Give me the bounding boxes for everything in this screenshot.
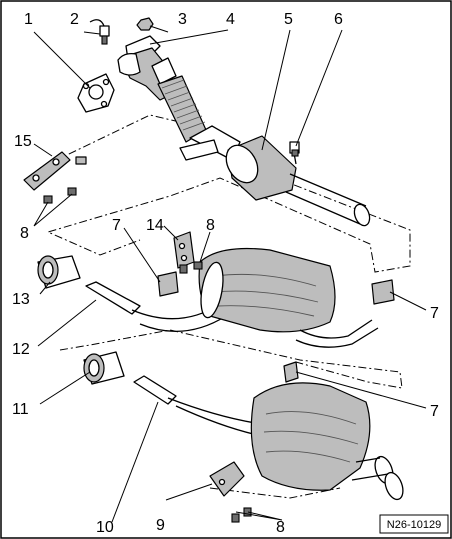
- rubber-mount-part-7-right: [371, 279, 395, 305]
- callout-7-lower: 7: [430, 403, 439, 420]
- middle-pipe-part-12: [85, 247, 379, 348]
- callout-2: 2: [70, 11, 79, 28]
- reference-code: N26-10129: [387, 519, 441, 531]
- oxygen-sensor-part-2: [89, 19, 110, 45]
- sensor-part-6: [289, 141, 300, 165]
- leader-lines: [33, 25, 427, 523]
- callout-3: 3: [178, 11, 187, 28]
- nut-part-3: [136, 17, 154, 31]
- clamp-part-11: [83, 351, 125, 385]
- callout-9: 9: [156, 517, 165, 534]
- gasket-part-1: [77, 73, 115, 113]
- callout-1: 1: [24, 11, 33, 28]
- callout-10: 10: [96, 519, 114, 536]
- middle-assembly-outline: [59, 329, 403, 389]
- callout-15: 15: [14, 133, 32, 150]
- callout-7-right: 7: [430, 305, 439, 322]
- callout-11: 11: [12, 401, 29, 418]
- callout-12: 12: [12, 341, 30, 358]
- catalytic-converter-part-5: [179, 125, 371, 227]
- bracket-part-14: [173, 231, 203, 274]
- callout-7-center: 7: [112, 217, 121, 234]
- callout-8-bracket: 8: [206, 217, 215, 234]
- reference-code-box: N26-10129: [379, 514, 449, 534]
- callout-6: 6: [334, 11, 343, 28]
- callouts: 1 2 3 4 5 6 15 8 7 14 8 13 7 12 11 7 10 …: [12, 11, 439, 536]
- callout-8-rear: 8: [276, 519, 285, 536]
- bracket-part-15: [23, 151, 87, 191]
- callout-8-front: 8: [20, 225, 29, 242]
- bolts-part-8-front: [43, 187, 77, 204]
- clamp-part-13: [37, 255, 81, 289]
- rubber-mount-part-7-lower: [283, 361, 299, 383]
- rubber-mount-part-7-center: [157, 271, 179, 297]
- callout-5: 5: [284, 11, 293, 28]
- rear-pipe-part-10: [133, 375, 404, 501]
- callout-14: 14: [146, 217, 164, 234]
- flex-pipe-bellows: [157, 75, 207, 143]
- bracket-part-9: [209, 461, 252, 523]
- rear-bracket-outline: [209, 487, 341, 499]
- callout-4: 4: [226, 11, 235, 28]
- callout-13: 13: [12, 291, 30, 308]
